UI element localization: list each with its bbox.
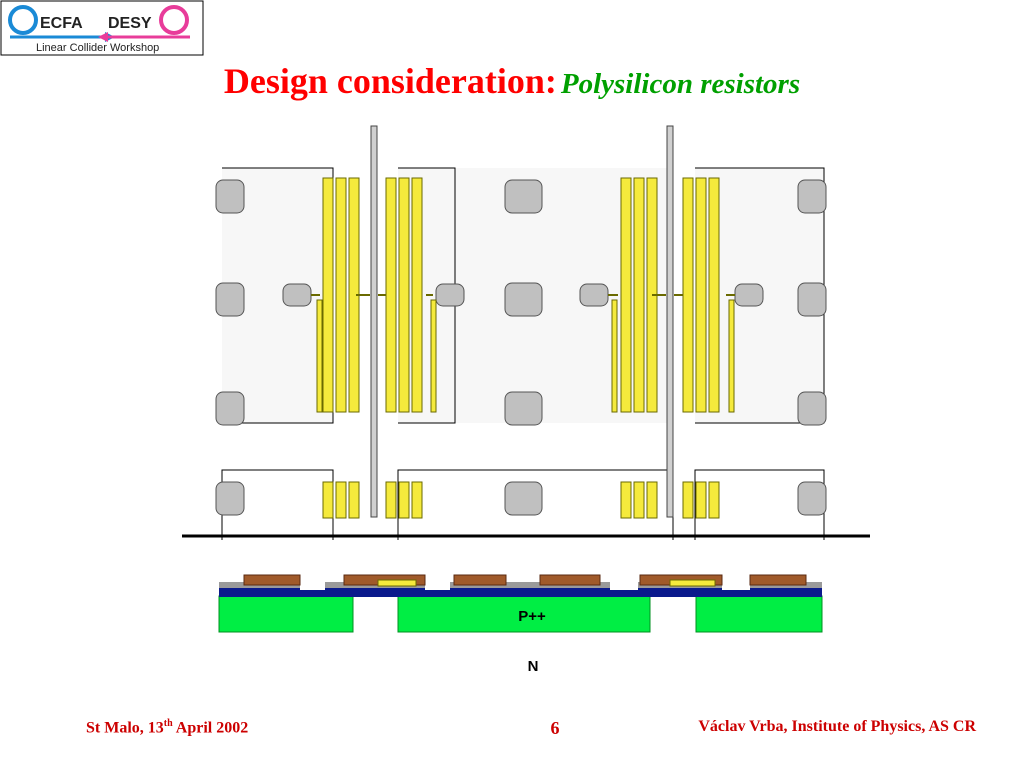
polysilicon-resistor-strip [682, 177, 694, 413]
contact-opening [300, 578, 325, 590]
polysilicon-resistor-strip [708, 481, 720, 519]
polysilicon-resistor-strip [620, 481, 632, 519]
polysilicon-resistor-strip [620, 177, 632, 413]
logo-subtitle: Linear Collider Workshop [36, 42, 159, 54]
oxide-layer [219, 588, 822, 597]
contact-pad [504, 282, 543, 317]
polysilicon-resistor-strip [411, 481, 423, 519]
polysilicon-resistor-strip [348, 481, 360, 519]
contact-pad [215, 481, 245, 516]
contact-pad [435, 283, 465, 307]
polysilicon-resistor-strip [695, 481, 707, 519]
contact-pad [797, 481, 827, 516]
contact-pad [504, 391, 543, 426]
contact-opening [425, 578, 450, 590]
resistor-layout-diagram [182, 125, 870, 540]
p-implant-region [218, 595, 354, 633]
slide-title: Design consideration: Polysilicon resist… [0, 60, 1024, 102]
polysilicon-resistor-strip [646, 481, 658, 519]
footer-author: Václav Vrba, Institute of Physics, AS CR [698, 718, 976, 735]
contact-pad [504, 179, 543, 214]
polysilicon-resistor-strip [322, 481, 334, 519]
polysilicon-resistor [669, 579, 716, 587]
title-main: Design consideration: [223, 61, 557, 101]
logo-desy-text: DESY [108, 15, 152, 32]
polysilicon-feed-strip [728, 299, 735, 413]
contact-pad [797, 391, 827, 426]
p-implant-label: P++ [518, 608, 546, 625]
polysilicon-resistor-strip [398, 481, 410, 519]
contact-pad [282, 283, 312, 307]
logo-pink-ring-icon [159, 5, 189, 35]
contact-pad [215, 282, 245, 317]
metal-layer [243, 574, 301, 586]
polysilicon-resistor-strip [398, 177, 410, 413]
contact-pad [579, 283, 609, 307]
polysilicon-feed-strip [430, 299, 437, 413]
polysilicon-resistor-strip [633, 481, 645, 519]
logo-blue-ring-icon [8, 5, 38, 35]
p-implant-region [397, 595, 651, 633]
n-substrate-label: N [528, 658, 539, 675]
polysilicon-resistor-strip [322, 177, 334, 413]
contact-opening [610, 578, 638, 590]
polysilicon-resistor-strip [695, 177, 707, 413]
footer-page-number: 6 [550, 718, 560, 738]
contact-opening [722, 578, 750, 590]
polysilicon-feed-strip [316, 299, 323, 413]
metal-layer [453, 574, 507, 586]
polysilicon-resistor-strip [411, 177, 423, 413]
passivation-layer [219, 582, 822, 588]
metal-bus-line [666, 125, 674, 518]
metal-layer [539, 574, 601, 586]
p-implant-region [695, 595, 823, 633]
polysilicon-resistor-strip [335, 481, 347, 519]
ecfa-desy-logo: ECFA DESY Linear Collider Workshop [0, 0, 204, 56]
contact-pad [504, 481, 543, 516]
polysilicon-resistor-strip [633, 177, 645, 413]
cross-section-diagram: P++ N [218, 574, 823, 675]
contact-pad [734, 283, 764, 307]
polysilicon-feed-strip [611, 299, 618, 413]
title-sub: Polysilicon resistors [560, 68, 801, 100]
polysilicon-resistor-strip [682, 481, 694, 519]
contact-pad [797, 179, 827, 214]
polysilicon-resistor-strip [708, 177, 720, 413]
polysilicon-resistor-strip [385, 177, 397, 413]
logo-ecfa-text: ECFA [40, 15, 83, 32]
contact-pad [215, 391, 245, 426]
contact-pad [215, 179, 245, 214]
metal-layer [749, 574, 807, 586]
polysilicon-resistor [377, 579, 417, 587]
footer-location-date: St Malo, 13th April 2002 [86, 718, 249, 737]
polysilicon-resistor-strip [385, 481, 397, 519]
polysilicon-resistor-strip [335, 177, 347, 413]
metal-bus-line [370, 125, 378, 518]
contact-pad [797, 282, 827, 317]
